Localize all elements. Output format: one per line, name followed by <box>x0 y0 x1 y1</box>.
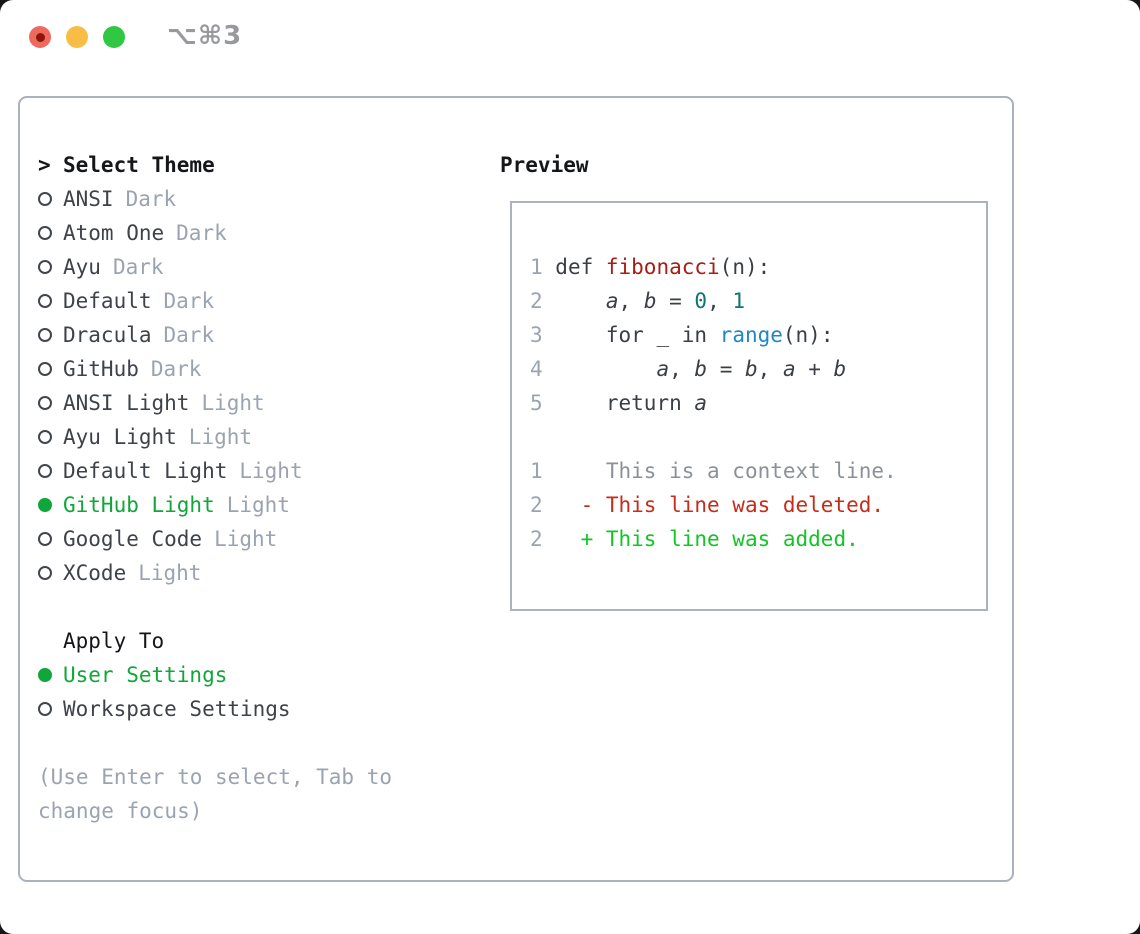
radio-selected-icon <box>38 498 52 512</box>
titlebar: ⌥⌘3 <box>0 0 1140 75</box>
theme-option-xcode[interactable]: XCode Light <box>38 556 478 590</box>
theme-option-dracula[interactable]: Dracula Dark <box>38 318 478 352</box>
radio-icon <box>38 226 52 240</box>
traffic-lights <box>29 26 125 48</box>
theme-name: ANSI Light <box>63 391 190 415</box>
code-preview: 1 def fibonacci(n): 2 a, b = 0, 1 3 for _ … <box>512 203 986 556</box>
apply-to-header: Apply To <box>63 629 165 653</box>
close-button[interactable] <box>29 26 51 48</box>
radio-icon <box>38 702 52 716</box>
code-line: 2 - This line was deleted. <box>530 493 885 517</box>
theme-option-google-code[interactable]: Google Code Light <box>38 522 478 556</box>
theme-option-github-light[interactable]: GitHub Light Light <box>38 488 478 522</box>
preview-header: Preview <box>500 153 589 177</box>
code-line: 1 This is a context line. <box>530 459 897 483</box>
theme-variant-tag: Light <box>188 425 253 449</box>
preview-box: 1 def fibonacci(n): 2 a, b = 0, 1 3 for _ … <box>510 201 988 611</box>
apply-option-user-settings[interactable]: User Settings <box>38 658 478 692</box>
theme-variant-tag: Light <box>201 391 265 415</box>
select-theme-header-row: > Select Theme <box>38 148 478 182</box>
theme-variant-tag: Dark <box>150 357 202 381</box>
theme-name: Ayu <box>63 255 101 279</box>
hint-line: (Use Enter to select, Tab to <box>38 765 393 789</box>
code-line <box>530 420 986 454</box>
preview-header-row: Preview <box>500 148 589 182</box>
theme-option-github[interactable]: GitHub Dark <box>38 352 478 386</box>
radio-icon <box>38 328 52 342</box>
code-line: 4 a, b = b, a + b <box>530 357 847 381</box>
theme-variant-tag: Light <box>226 493 290 517</box>
code-line: 3 for _ in range(n): <box>530 323 834 347</box>
theme-option-atom-one[interactable]: Atom One Dark <box>38 216 478 250</box>
theme-variant-tag: Dark <box>125 187 177 211</box>
theme-name: Ayu Light <box>63 425 177 449</box>
radio-icon <box>38 362 52 376</box>
radio-icon <box>38 294 52 308</box>
radio-icon <box>38 192 52 206</box>
code-line: 2 a, b = 0, 1 <box>530 289 746 313</box>
theme-variant-tag: Light <box>239 459 303 483</box>
code-line: 5 return a <box>530 391 708 415</box>
code-line: 2 + This line was added. <box>530 527 859 551</box>
window-title: ⌥⌘3 <box>167 21 243 51</box>
theme-name: Default <box>63 289 152 313</box>
hint-text: (Use Enter to select, Tab to change focu… <box>38 760 478 828</box>
radio-icon <box>38 396 52 410</box>
code-line: 1 def fibonacci(n): <box>530 255 771 279</box>
theme-name: Dracula <box>63 323 152 347</box>
theme-name: ANSI <box>63 187 114 211</box>
theme-name: GitHub Light <box>63 493 215 517</box>
theme-name: XCode <box>63 561 127 585</box>
theme-option-ayu-light[interactable]: Ayu Light Light <box>38 420 478 454</box>
minimize-button[interactable] <box>66 26 88 48</box>
radio-icon <box>38 464 52 478</box>
theme-name: Default Light <box>63 459 228 483</box>
theme-variant-tag: Dark <box>163 289 215 313</box>
theme-option-default-light[interactable]: Default Light Light <box>38 454 478 488</box>
close-dot-icon <box>35 32 45 42</box>
theme-name: Atom One <box>63 221 165 245</box>
theme-variant-tag: Light <box>214 527 278 551</box>
theme-option-ansi[interactable]: ANSI Dark <box>38 182 478 216</box>
theme-option-default[interactable]: Default Dark <box>38 284 478 318</box>
theme-name: Google Code <box>63 527 203 551</box>
theme-name: GitHub <box>63 357 139 381</box>
spacer-row <box>38 726 478 760</box>
radio-icon <box>38 430 52 444</box>
apply-option-label: Workspace Settings <box>63 697 291 721</box>
theme-option-ayu[interactable]: Ayu Dark <box>38 250 478 284</box>
theme-option-ansi-light[interactable]: ANSI Light Light <box>38 386 478 420</box>
theme-variant-tag: Dark <box>176 221 227 245</box>
theme-variant-tag: Dark <box>163 323 215 347</box>
radio-icon <box>38 566 52 580</box>
radio-icon <box>38 260 52 274</box>
selection-caret: > <box>38 153 51 177</box>
apply-option-workspace-settings[interactable]: Workspace Settings <box>38 692 478 726</box>
radio-selected-icon <box>38 668 52 682</box>
apply-option-label: User Settings <box>63 663 228 687</box>
apply-to-header-row: Apply To <box>38 624 478 658</box>
theme-variant-tag: Dark <box>112 255 164 279</box>
spacer-row <box>38 590 478 624</box>
hint-line: change focus) <box>38 799 203 823</box>
zoom-button[interactable] <box>103 26 125 48</box>
radio-icon <box>38 532 52 546</box>
select-theme-header: Select Theme <box>63 153 215 177</box>
theme-variant-tag: Light <box>138 561 202 585</box>
preview-column: Preview <box>500 148 589 182</box>
